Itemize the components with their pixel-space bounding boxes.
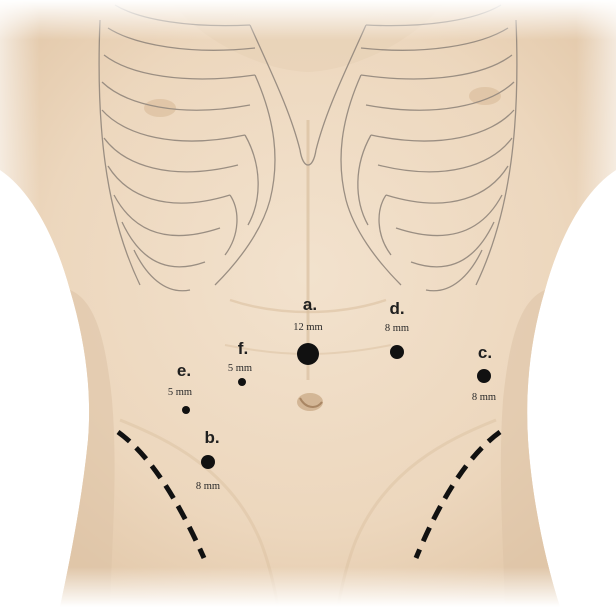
- port-b-size: 8 mm: [196, 481, 220, 492]
- port-f-dot: [238, 378, 246, 386]
- port-b-dot: [201, 455, 215, 469]
- port-c-size: 8 mm: [472, 392, 496, 403]
- port-d-letter: d.: [389, 299, 404, 318]
- port-d-size: 8 mm: [385, 323, 409, 334]
- port-b-letter: b.: [204, 428, 219, 447]
- port-e-dot: [182, 406, 190, 414]
- port-a-dot: [297, 343, 319, 365]
- left-nipple: [144, 99, 176, 117]
- port-a-size: 12 mm: [293, 322, 322, 333]
- port-c-letter: c.: [478, 343, 492, 362]
- port-e-letter: e.: [177, 361, 191, 380]
- port-c-dot: [477, 369, 491, 383]
- port-d-dot: [390, 345, 404, 359]
- port-a-letter: a.: [303, 295, 317, 314]
- port-f-size: 5 mm: [228, 363, 252, 374]
- port-e-size: 5 mm: [168, 387, 192, 398]
- port-f-letter: f.: [238, 339, 248, 358]
- umbilicus: [297, 393, 323, 411]
- right-nipple: [469, 87, 501, 105]
